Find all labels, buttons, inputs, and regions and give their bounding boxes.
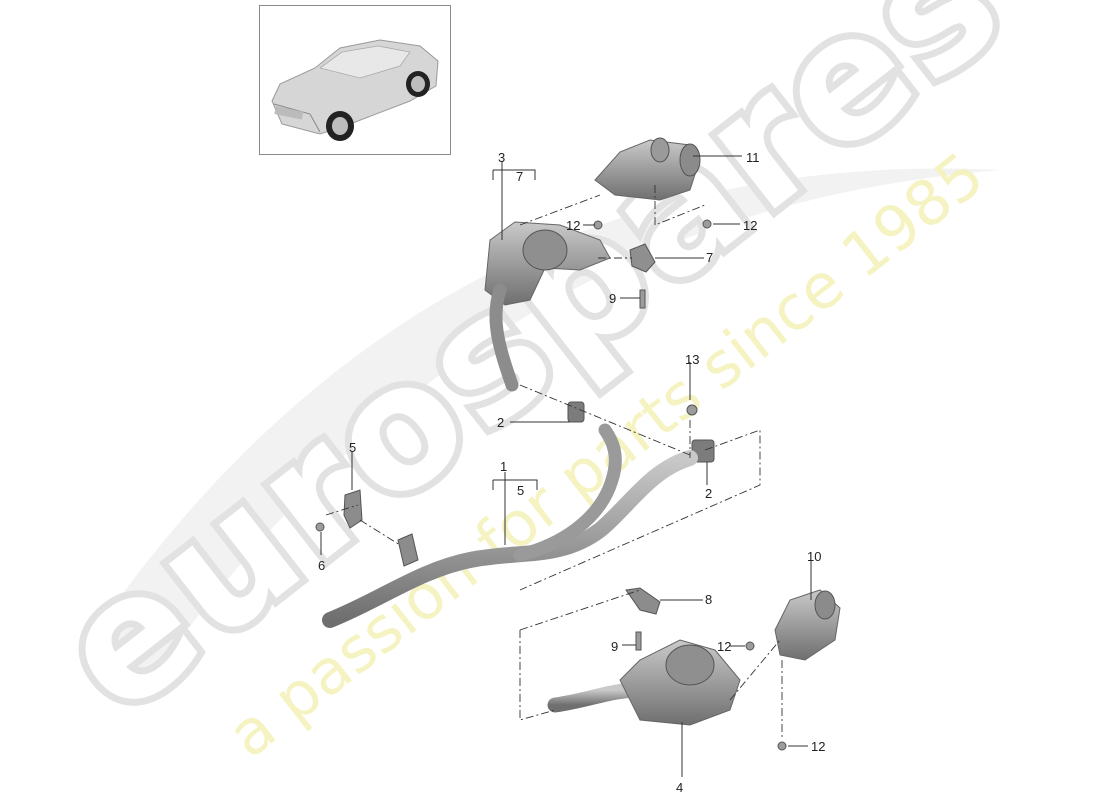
part-8-bracket[interactable] (625, 587, 661, 615)
part-9-bolt-lower[interactable] (635, 631, 642, 651)
callout-2[interactable]: 2 (705, 486, 713, 501)
callout-9[interactable]: 9 (609, 291, 617, 306)
dash-dot-lines (325, 185, 783, 740)
part-12-nut-b[interactable] (702, 219, 712, 229)
callout-7[interactable]: 7 (706, 250, 714, 265)
leader-lines (320, 155, 812, 777)
callout-1[interactable]: 1 (500, 459, 508, 474)
part-9-bolt-upper[interactable] (639, 289, 646, 309)
callout-5[interactable]: 5 (349, 440, 357, 455)
part-7-bracket-upper[interactable] (629, 243, 656, 273)
callout-11[interactable]: 11 (746, 150, 760, 165)
callout-12[interactable]: 12 (811, 739, 826, 754)
callout-9[interactable]: 9 (611, 639, 619, 654)
callout-3[interactable]: 3 (498, 150, 506, 165)
part-2-clamp-upper[interactable] (567, 401, 585, 423)
callout-10[interactable]: 10 (807, 549, 822, 564)
part-11-tailpipe-trim-upper[interactable] (594, 137, 701, 201)
car-suv-icon (271, 39, 439, 141)
part-12-nut-c[interactable] (745, 641, 755, 651)
vehicle-thumbnail (259, 5, 451, 155)
part-3-rear-silencer-upper[interactable] (484, 221, 611, 392)
callout-7[interactable]: 7 (516, 169, 524, 184)
callout-13[interactable]: 13 (685, 352, 700, 367)
callout-6[interactable]: 6 (318, 558, 326, 573)
callout-4[interactable]: 4 (676, 780, 684, 795)
callout-2[interactable]: 2 (497, 415, 505, 430)
part-1-center-pipe[interactable] (322, 423, 698, 628)
callout-5[interactable]: 5 (517, 483, 525, 498)
callout-12[interactable]: 12 (717, 639, 732, 654)
callout-12[interactable]: 12 (743, 218, 758, 233)
part-4-rear-silencer-lower[interactable] (547, 639, 741, 726)
part-5-hanger-bracket[interactable] (343, 489, 363, 529)
part-10-tailpipe-trim-lower[interactable] (774, 589, 841, 661)
part-5-mount[interactable] (397, 533, 419, 567)
watermark-swoosh (90, 168, 1000, 680)
part-13-nut[interactable] (686, 404, 698, 416)
callout-12[interactable]: 12 (566, 218, 581, 233)
part-6-nut[interactable] (315, 522, 325, 532)
callout-8[interactable]: 8 (705, 592, 713, 607)
part-12-nut-d[interactable] (777, 741, 787, 751)
